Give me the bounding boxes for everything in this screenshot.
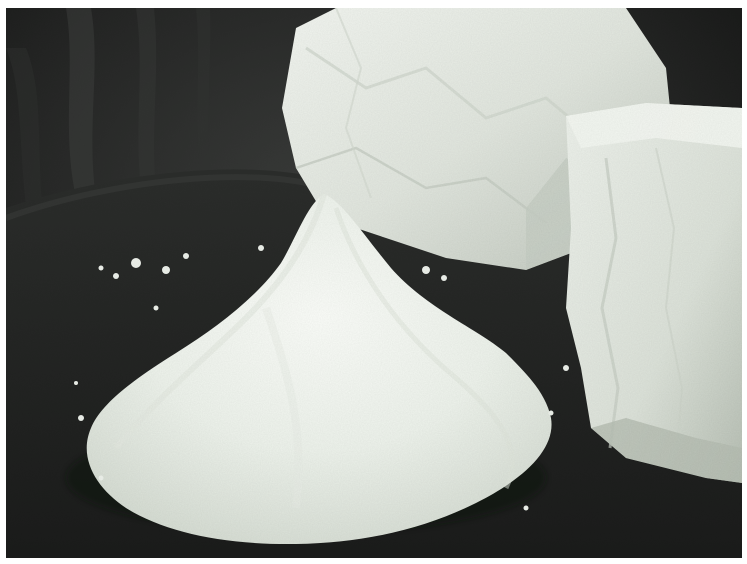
photo [6,8,742,558]
photo-grain [6,8,742,558]
photo-scene [6,8,742,558]
